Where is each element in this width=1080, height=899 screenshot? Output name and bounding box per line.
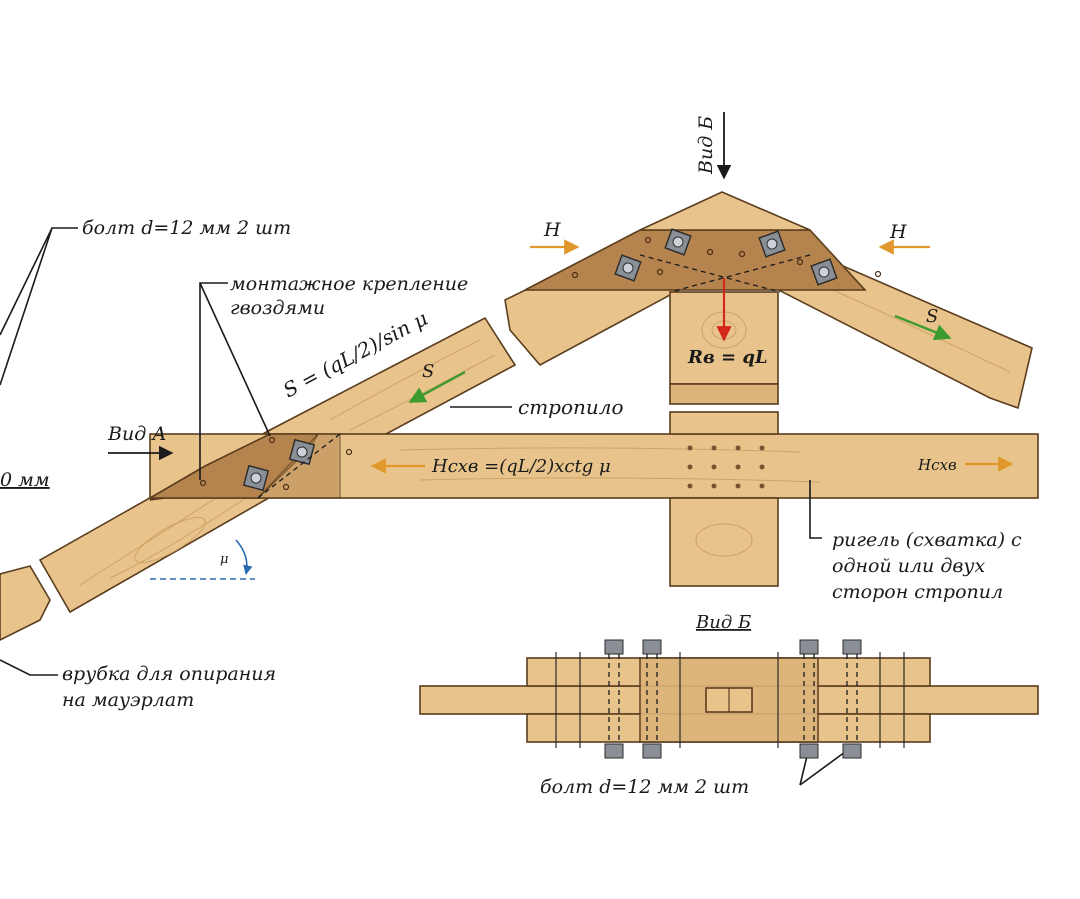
crossbar-label-line3: сторон стропил — [832, 581, 1003, 603]
mount-label-line2: гвоздями — [230, 297, 325, 319]
left-joint-bolts — [199, 433, 353, 499]
bolt-top-label: болт d=12 мм 2 шт — [82, 217, 291, 239]
s-right-arrow — [894, 314, 952, 341]
view-b-top-label: Вид Б — [695, 116, 717, 175]
mount-label-line1: монтажное крепление — [230, 273, 468, 295]
mu-angle-label: μ — [220, 552, 228, 567]
view-a-label: Вид А — [107, 423, 167, 445]
h-left-label: H — [543, 219, 561, 241]
view-b-plan — [419, 639, 1039, 759]
s-right-label: S — [926, 306, 938, 327]
s-left-arrow — [408, 370, 466, 404]
crossbar-beam — [147, 433, 1039, 499]
vertical-post — [666, 291, 782, 587]
leader-lines — [0, 227, 846, 786]
rafter-label: стропило — [518, 395, 624, 419]
angle-mu — [150, 539, 255, 580]
notch-label-line2: на мауэрлат — [62, 689, 194, 711]
h-right-label: H — [889, 221, 907, 243]
left-rafter-stub — [0, 565, 51, 641]
crossbar-label-line1: ригель (схватка) с — [832, 529, 1022, 551]
ridge-bolts — [571, 228, 882, 286]
crossbar-label-line2: одной или двух — [832, 555, 985, 577]
post-nail-grid — [687, 445, 765, 489]
h-skhv-right-label: Hсхв — [917, 456, 957, 474]
rb-label: Rв = qL — [687, 347, 768, 368]
h-skhv-formula-label: Hсхв =(qL/2)xctg μ — [431, 456, 611, 477]
force-arrows — [108, 112, 1014, 474]
view-b-bottom-label: Вид Б — [695, 612, 751, 633]
left-cut-label: 0 мм — [0, 469, 50, 491]
view-b-bolts — [604, 639, 862, 759]
s-left-label: S — [422, 361, 434, 382]
view-b-nails — [555, 652, 905, 748]
notch-label-line1: врубка для опирания — [62, 663, 276, 685]
bolt-bottom-label: болт d=12 мм 2 шт — [540, 776, 749, 798]
